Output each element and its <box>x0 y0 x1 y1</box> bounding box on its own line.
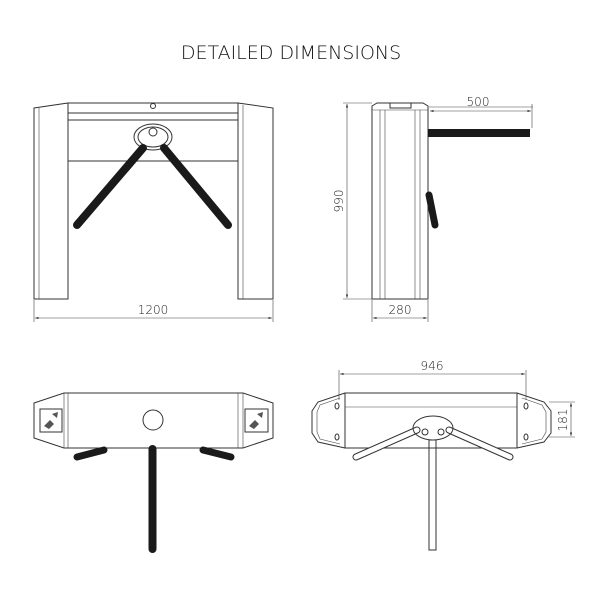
persp-post <box>428 439 437 551</box>
indicator-light <box>150 103 156 109</box>
dim-front-width: 1200 <box>138 303 169 317</box>
card-reader <box>389 102 412 109</box>
top-arm-right <box>199 446 235 461</box>
left-post <box>33 102 69 300</box>
perspective-view: 946 181 <box>311 359 575 551</box>
side-body <box>371 102 429 300</box>
horizontal-arm <box>428 129 530 137</box>
reader-icon-left <box>39 408 63 433</box>
front-panel <box>67 119 239 162</box>
persp-right-end <box>516 392 552 449</box>
rotor-hub <box>133 123 173 151</box>
dim-depth: 280 <box>389 303 412 317</box>
lower-arm <box>425 191 439 229</box>
dim-height: 990 <box>332 190 346 213</box>
reader-icon-right <box>244 408 269 433</box>
side-view: 500 990 280 <box>332 95 533 322</box>
dim-inner-length: 946 <box>421 359 444 373</box>
dim-end-width: 181 <box>556 409 570 432</box>
right-post <box>237 102 274 300</box>
top-indicator <box>142 409 164 431</box>
left-arm <box>73 144 147 229</box>
drawing-title: DETAILED DIMENSIONS <box>181 42 401 64</box>
front-view: 1200 <box>33 102 274 322</box>
persp-left-end <box>311 392 346 449</box>
top-arm-left <box>73 446 108 461</box>
top-body <box>33 392 274 449</box>
right-arm <box>160 144 232 229</box>
dim-arm-length: 500 <box>467 95 490 109</box>
top-view <box>33 392 274 553</box>
